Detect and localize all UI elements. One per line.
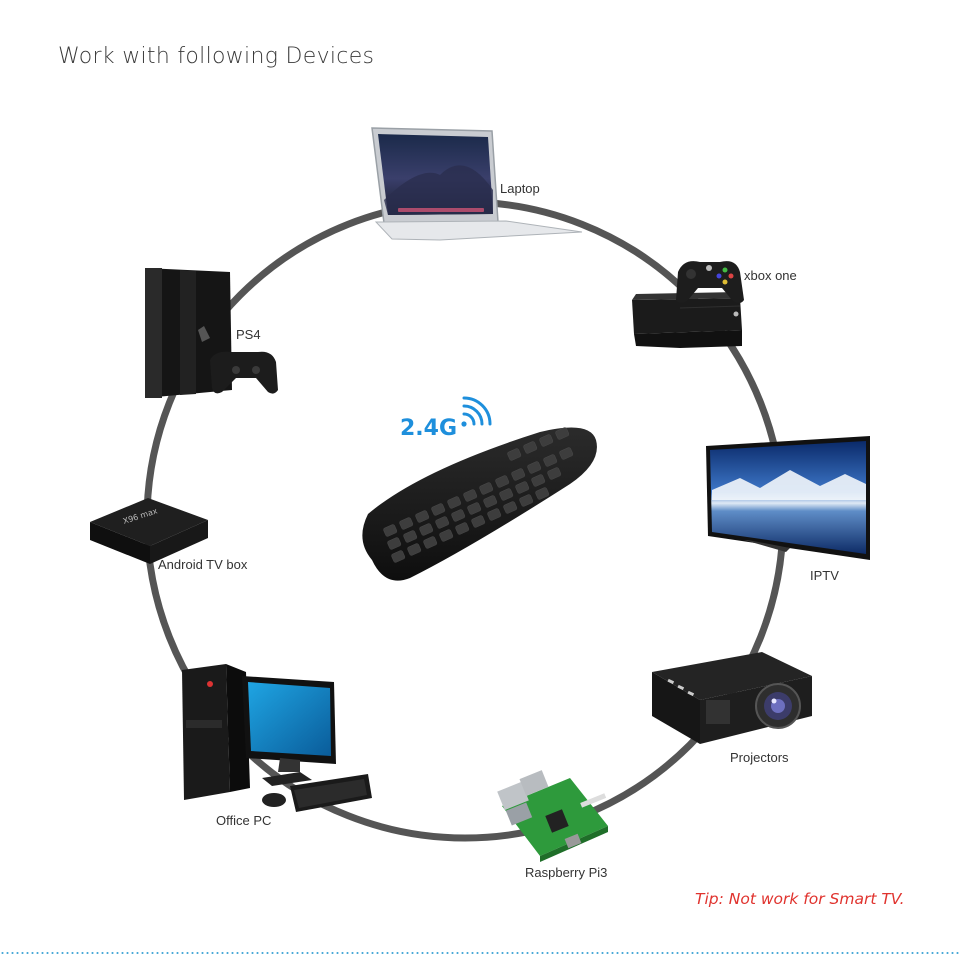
bottom-dotted-divider <box>0 952 960 954</box>
laptop-icon <box>371 127 583 241</box>
office-pc-icon <box>182 664 372 812</box>
device-label-projectors: Projectors <box>730 750 789 765</box>
device-label-office-pc: Office PC <box>216 813 272 828</box>
device-label-xbox-one: xbox one <box>744 268 797 283</box>
device-label-android-tv-box: Android TV box <box>158 557 248 572</box>
device-label-raspberry-pi3: Raspberry Pi3 <box>525 865 608 880</box>
projector-icon <box>652 652 812 744</box>
device-label-laptop: Laptop <box>500 181 540 196</box>
raspberry-pi-icon <box>497 770 608 862</box>
frequency-label: 2.4G <box>400 416 458 441</box>
ps4-icon <box>145 268 278 398</box>
wifi-signal-icon <box>461 396 492 427</box>
iptv-tv-icon <box>706 436 870 560</box>
xbox-one-icon <box>632 261 744 348</box>
device-label-ps4: PS4 <box>236 327 261 342</box>
page-title: Work with following Devices <box>58 44 375 69</box>
android-tv-box-icon: X96 max <box>90 498 208 564</box>
device-label-iptv: IPTV <box>810 568 839 583</box>
smart-tv-tip: Tip: Not work for Smart TV. <box>695 890 905 908</box>
air-mouse-remote-icon <box>362 427 597 581</box>
